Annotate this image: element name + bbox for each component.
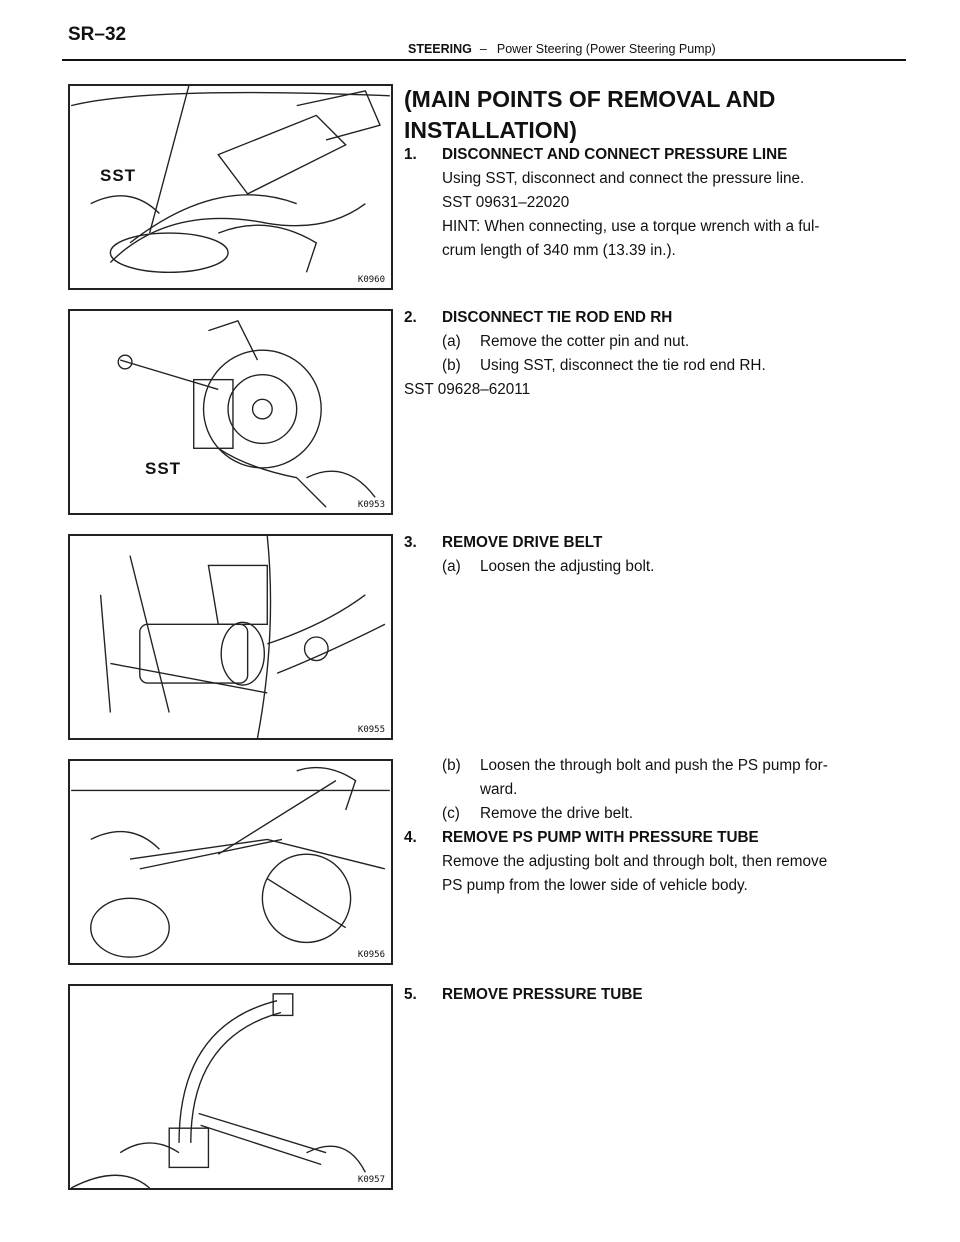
step-heading: 3. REMOVE DRIVE BELT [404,531,884,555]
step-number: 3. [404,534,417,551]
step-3-continued: (b) Loosen the through bolt and push the … [404,754,884,898]
substep-b: (b) Using SST, disconnect the tie rod end… [404,354,884,378]
substep-text: Loosen the adjusting bolt. [480,558,655,575]
substep-label: (b) [442,357,461,374]
step-number: 5. [404,986,417,1003]
page-number: SR–32 [68,24,127,45]
figure-code: K0953 [357,500,385,510]
sst-callout: SST [100,166,137,185]
page-title: (MAIN POINTS OF REMOVAL AND INSTALLATION… [404,86,776,143]
figure-drive-belt: K0955 [68,534,393,740]
step-number: 1. [404,146,417,163]
sst-callout: SST [145,459,182,478]
step-2: 2. DISCONNECT TIE ROD END RH (a) Remove th… [404,306,884,402]
sst-number: SST 09631–22020 [442,194,570,211]
step-text: Using SST, disconnect and connect the pr… [442,170,805,187]
step-3: 3. REMOVE DRIVE BELT (a) Loosen the adjust… [404,531,884,579]
step-title: REMOVE PRESSURE TUBE [442,986,643,1003]
step-title: DISCONNECT AND CONNECT PRESSURE LINE [442,146,788,163]
step-text: Remove the adjusting bolt and through bo… [442,853,828,870]
figure-code: K0955 [357,725,385,735]
hint-text: HINT: When connecting, use a torque wren… [442,218,820,235]
step-heading: 1. DISCONNECT AND CONNECT PRESSURE LINE [404,143,884,167]
substep-text: Remove the drive belt. [480,805,634,822]
step-5: 5. REMOVE PRESSURE TUBE [404,983,884,1007]
step-4-heading: 4. REMOVE PS PUMP WITH PRESSURE TUBE [404,826,884,850]
substep-label: (a) [442,558,461,575]
step-text: PS pump from the lower side of vehicle b… [442,877,748,894]
figure-code: K0960 [357,275,385,285]
substep-label: (a) [442,333,461,350]
substep-label: (b) [442,757,461,774]
step-title: REMOVE PS PUMP WITH PRESSURE TUBE [442,829,759,846]
step-number: 2. [404,309,417,326]
step-heading: 5. REMOVE PRESSURE TUBE [404,983,884,1007]
subsection-name: Power Steering (Power Steering Pump) [496,42,716,56]
running-header: STEERING–Power Steering (Power Steering … [408,42,716,56]
figure-tie-rod-end: SST K0953 [68,309,393,515]
step-number: 4. [404,829,417,846]
figure-pressure-line: SST K0960 [68,84,393,290]
step-title: REMOVE DRIVE BELT [442,534,603,551]
substep-text: Remove the cotter pin and nut. [480,333,690,350]
section-name: STEERING [408,42,472,56]
step-1: 1. DISCONNECT AND CONNECT PRESSURE LINE U… [404,143,884,263]
substep-b: (b) Loosen the through bolt and push the … [404,754,884,778]
step-heading: 2. DISCONNECT TIE ROD END RH [404,306,884,330]
header-separator: – [479,42,487,56]
substep-c: (c) Remove the drive belt. [404,802,884,826]
figure-code: K0957 [357,1175,385,1185]
figure-code: K0956 [357,950,385,960]
substep-a: (a) Loosen the adjusting bolt. [404,555,884,579]
substep-text: Loosen the through bolt and push the PS … [480,757,828,774]
header-rule [62,59,906,61]
substep-text-continued: ward. [480,781,518,798]
substep-text: Using SST, disconnect the tie rod end RH… [480,357,766,374]
figure-pressure-tube: K0957 [68,984,393,1190]
substep-a: (a) Remove the cotter pin and nut. [404,330,884,354]
substep-label: (c) [442,805,460,822]
hint-text: crum length of 340 mm (13.39 in.). [442,242,676,259]
figure-through-bolt: K0956 [68,759,393,965]
sst-number: SST 09628–62011 [404,381,531,398]
step-title: DISCONNECT TIE ROD END RH [442,309,673,326]
